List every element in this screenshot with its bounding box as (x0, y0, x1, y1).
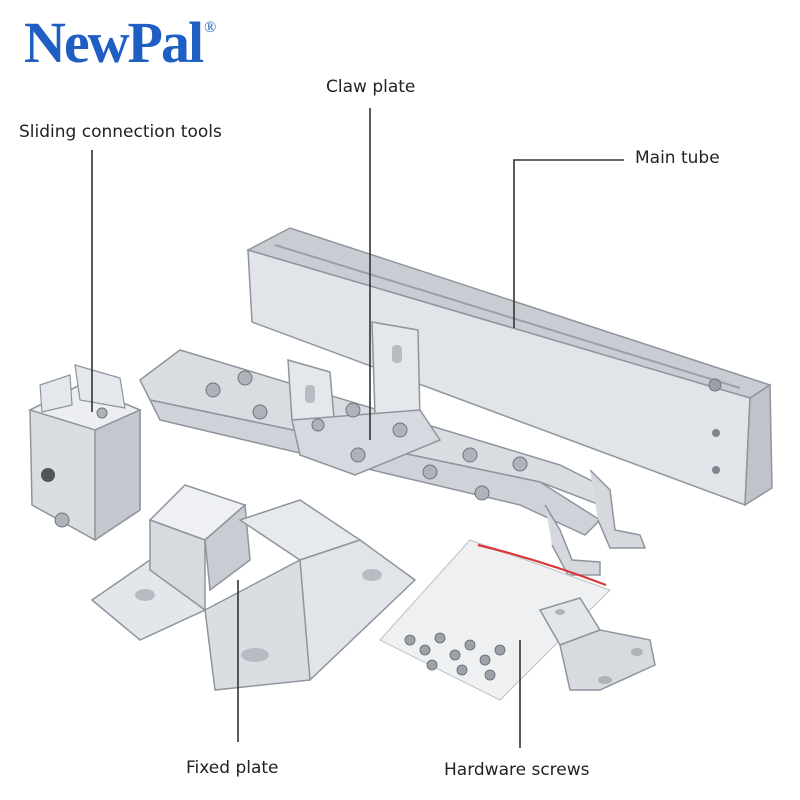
label-hardware-screws: Hardware screws (444, 760, 590, 780)
registered-mark: ® (204, 19, 216, 36)
screw-bag-part (379, 539, 612, 701)
brand-logo: NewPal® (24, 14, 216, 72)
label-claw-plate: Claw plate (326, 77, 416, 97)
label-sliding-connection-tools: Sliding connection tools (19, 122, 222, 142)
claw-plate-part (287, 321, 442, 476)
brand-name: NewPal (24, 10, 204, 75)
leader-main-tube (513, 159, 624, 328)
label-main-tube: Main tube (635, 148, 720, 168)
fixed-plate-part (90, 484, 417, 691)
l-bracket-part (538, 597, 656, 691)
label-fixed-plate: Fixed plate (186, 758, 279, 778)
main-tube-part (246, 227, 773, 507)
leader-lines (91, 108, 624, 748)
sliding-connection-part (27, 364, 142, 542)
